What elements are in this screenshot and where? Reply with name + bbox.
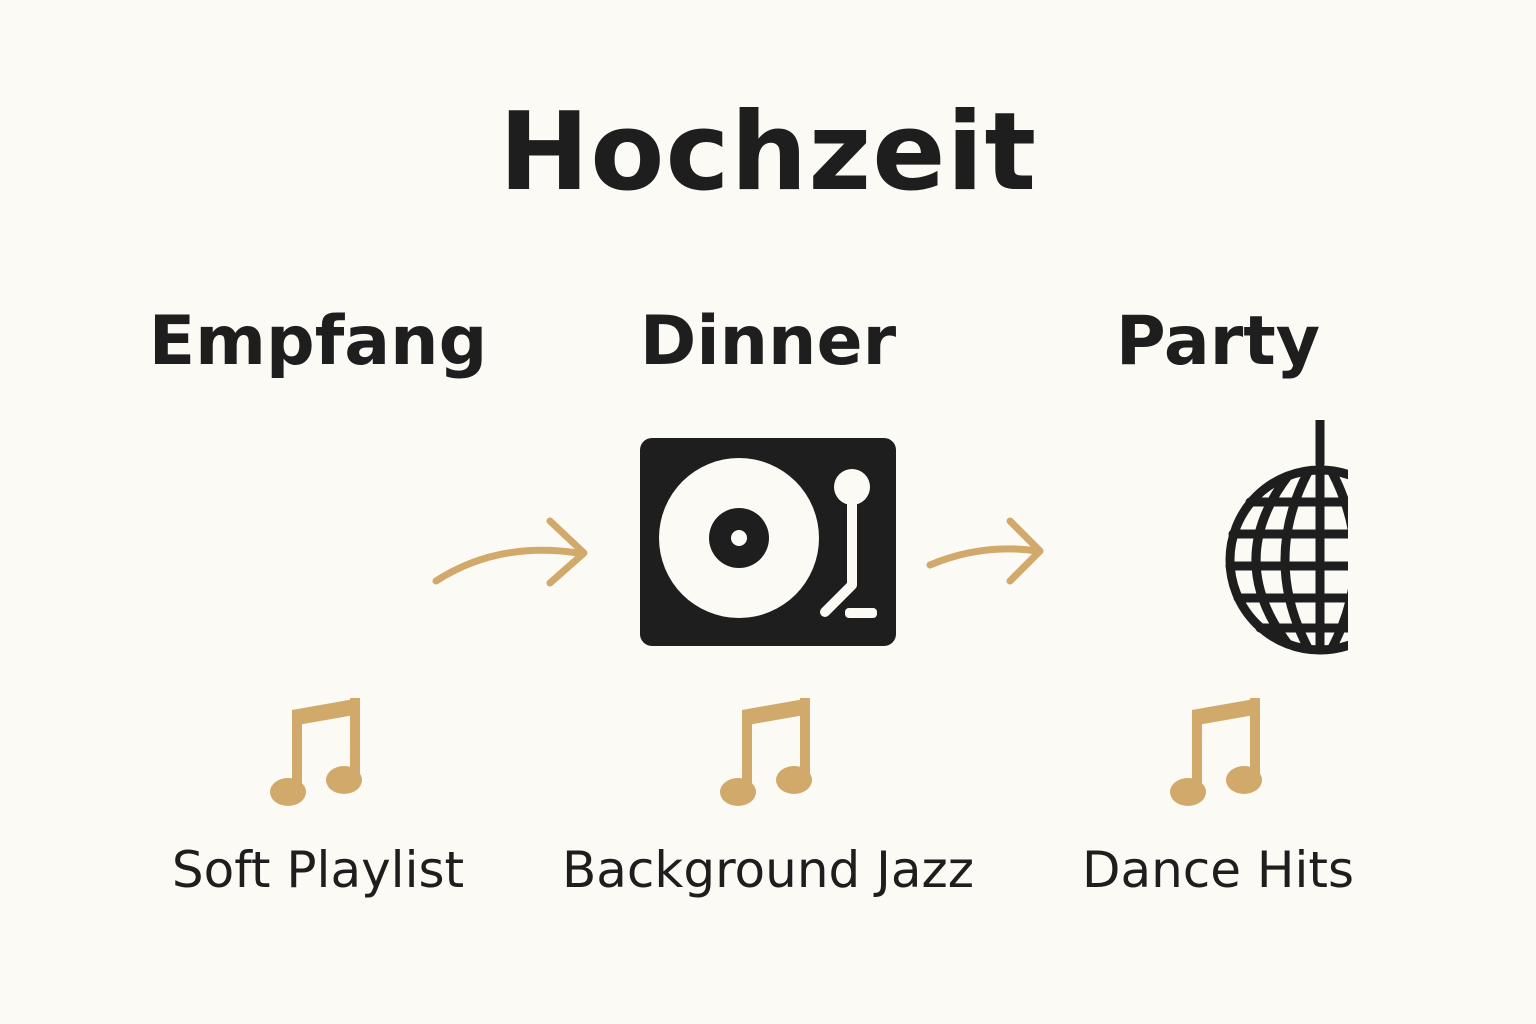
stage-caption: Soft Playlist	[171, 841, 465, 899]
music-note-icon	[1170, 698, 1266, 810]
turntable-icon	[638, 420, 898, 680]
microphone-icon	[188, 420, 448, 680]
stage-empfang: Empfang Soft Playlist	[88, 300, 548, 920]
stage-heading: Empfang	[148, 302, 488, 381]
stage-dinner: Dinner Background Jazz	[538, 300, 998, 920]
stage-heading: Party	[1115, 302, 1321, 381]
stage-party: Party	[988, 300, 1448, 920]
disco-ball-icon	[1088, 420, 1348, 680]
stage-caption: Background Jazz	[561, 841, 975, 899]
stage-heading: Dinner	[639, 302, 897, 381]
diagram-title: Hochzeit	[498, 90, 1038, 215]
stage-caption: Dance Hits	[1081, 841, 1355, 899]
arrow-right-icon	[428, 505, 598, 605]
music-note-icon	[720, 698, 816, 810]
arrow-right-icon	[922, 505, 1092, 605]
music-note-icon	[270, 698, 366, 810]
